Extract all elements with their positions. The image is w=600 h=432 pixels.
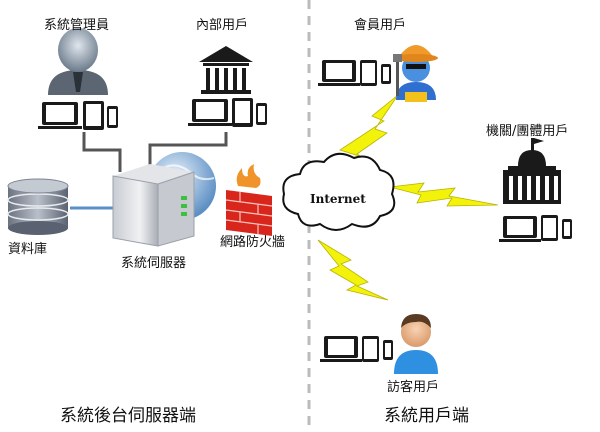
backend-section-title: 系統後台伺服器端 bbox=[60, 406, 196, 426]
guest-user-label: 訪客用戶 bbox=[387, 380, 440, 395]
guest-person-icon bbox=[394, 314, 438, 374]
database-label: 資料庫 bbox=[8, 242, 48, 257]
internet-cloud-icon bbox=[282, 152, 396, 231]
admin-devices-icon bbox=[38, 101, 118, 130]
internet-label: Internet bbox=[310, 192, 366, 206]
org-building-icon bbox=[503, 138, 561, 204]
admin-person-icon bbox=[48, 28, 108, 95]
org-user-label: 機關/團體用戶 bbox=[486, 124, 569, 139]
database-icon bbox=[7, 178, 69, 235]
firewall-label: 網路防火牆 bbox=[220, 235, 286, 250]
bolt-org bbox=[389, 182, 499, 207]
internal-devices-icon bbox=[188, 98, 267, 127]
server-icon bbox=[112, 164, 195, 247]
server-label: 系統伺服器 bbox=[121, 256, 187, 271]
lightning-bolts bbox=[317, 94, 499, 301]
client-section-title: 系統用戶端 bbox=[384, 406, 469, 426]
member-devices-icon bbox=[318, 60, 391, 86]
member-user-label: 會員用戶 bbox=[354, 18, 407, 33]
sys-admin-label: 系統管理員 bbox=[44, 18, 110, 33]
org-devices-icon bbox=[499, 215, 572, 242]
guest-devices-icon bbox=[320, 336, 393, 362]
internal-building-icon bbox=[199, 46, 253, 94]
backend-connectors bbox=[82, 132, 228, 172]
bolt-guest bbox=[317, 239, 389, 301]
firewall-icon bbox=[225, 164, 273, 236]
member-person-icon bbox=[393, 45, 438, 102]
internal-user-label: 內部用戶 bbox=[196, 18, 249, 33]
